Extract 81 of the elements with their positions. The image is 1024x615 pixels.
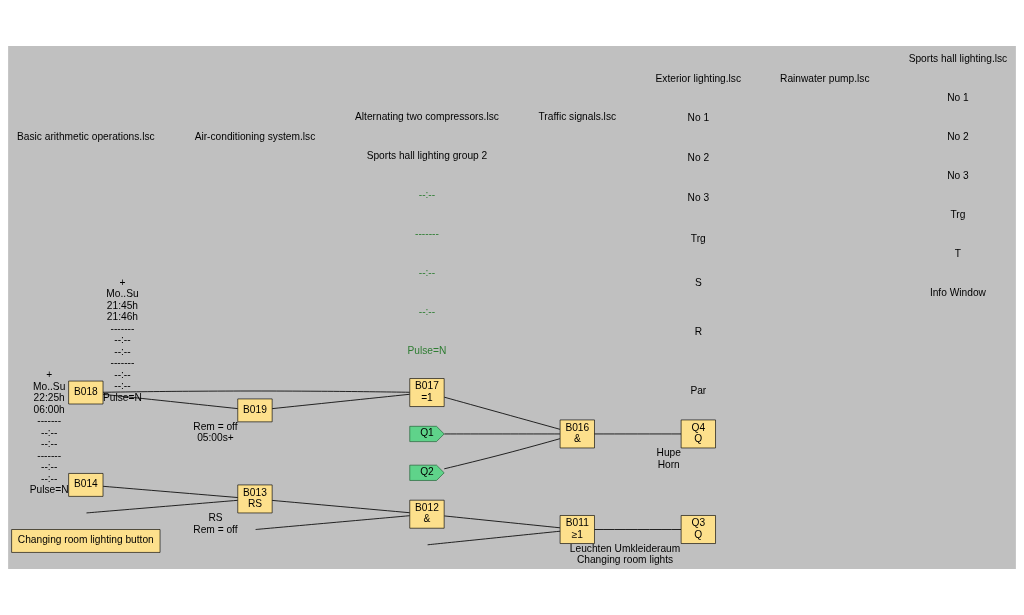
label: No 1 bbox=[947, 92, 969, 104]
connector bbox=[594, 433, 682, 435]
node-label: + bbox=[46, 369, 53, 381]
node-label: ------- bbox=[110, 357, 135, 369]
node-label: Hupe bbox=[656, 447, 681, 459]
label: T bbox=[954, 247, 962, 259]
node-label: --:-- bbox=[41, 472, 58, 484]
connector bbox=[271, 393, 410, 410]
connector bbox=[594, 529, 682, 530]
connector bbox=[444, 433, 561, 435]
node-label: --:-- bbox=[41, 426, 58, 438]
node-label: Pulse=N bbox=[29, 484, 69, 496]
node-label: --:-- bbox=[114, 345, 131, 357]
label: No 1 bbox=[687, 112, 710, 124]
node-box: Q4 Q bbox=[680, 419, 716, 449]
connector bbox=[102, 485, 239, 498]
node-label: --:-- bbox=[41, 461, 58, 473]
node-box: B017 =1 bbox=[409, 378, 445, 407]
node-label: 05:00s+ bbox=[197, 432, 234, 444]
node-label: --:-- bbox=[114, 380, 131, 392]
connector bbox=[444, 396, 561, 430]
label: Info Window bbox=[929, 286, 986, 298]
label: Par bbox=[690, 385, 707, 397]
connector bbox=[255, 515, 410, 530]
node-label: ------- bbox=[37, 415, 62, 427]
node-label: + bbox=[119, 277, 126, 289]
node-box: B014 bbox=[68, 473, 104, 497]
node-label: Changing room lights bbox=[576, 554, 674, 566]
node-box: B019 bbox=[237, 398, 273, 423]
node-box: B018 bbox=[68, 380, 104, 405]
label: Sports hall lighting.lsc bbox=[908, 53, 1008, 65]
node-box: B016 & bbox=[559, 419, 595, 449]
label: R bbox=[694, 326, 703, 338]
label: S bbox=[694, 277, 702, 289]
node-label: 22:25h bbox=[33, 392, 65, 404]
node-label: ------- bbox=[37, 449, 62, 461]
connector bbox=[427, 530, 561, 546]
label: Traffic signals.lsc bbox=[538, 111, 617, 123]
node-label: ------- bbox=[110, 322, 135, 334]
node-label: Mo..Su bbox=[106, 288, 139, 300]
node-label: Pulse=N bbox=[103, 391, 142, 403]
label: --:-- bbox=[418, 305, 436, 317]
label: Air-conditioning system.lsc bbox=[194, 131, 316, 143]
label: No 3 bbox=[687, 191, 710, 203]
connector bbox=[102, 390, 411, 393]
node-label: 21:46h bbox=[106, 311, 139, 323]
connector bbox=[444, 515, 561, 529]
connector bbox=[86, 499, 238, 514]
node-label: 06:00h bbox=[33, 403, 65, 415]
node-label: --:-- bbox=[41, 438, 58, 450]
label: Alternating two compressors.lsc bbox=[355, 111, 499, 123]
node-label: --:-- bbox=[114, 368, 131, 380]
node-box: Q3 Q bbox=[680, 515, 716, 544]
node-label: Mo..Su bbox=[33, 380, 66, 392]
node-box: B012 & bbox=[409, 499, 445, 529]
node-label: Rem = off bbox=[193, 523, 238, 535]
node-box: B013 RS bbox=[237, 484, 273, 514]
node-label: Leuchten Umkleideraum bbox=[569, 542, 681, 554]
node-label: --:-- bbox=[114, 334, 131, 346]
label: --:-- bbox=[418, 266, 436, 278]
connector bbox=[443, 438, 561, 470]
label: Trg bbox=[950, 208, 966, 220]
node-label: Horn bbox=[657, 458, 680, 470]
label: No 3 bbox=[947, 170, 969, 182]
node-label: RS bbox=[208, 512, 223, 524]
label: Rainwater pump.lsc bbox=[780, 73, 870, 85]
label: No 2 bbox=[947, 131, 969, 143]
label: ------- bbox=[415, 227, 439, 239]
label: Basic arithmetic operations.lsc bbox=[17, 131, 155, 143]
label: No 2 bbox=[687, 151, 710, 163]
label: Exterior lighting.lsc bbox=[655, 73, 742, 85]
node-label: 21:45h bbox=[106, 299, 139, 311]
label: Pulse=N bbox=[407, 344, 447, 356]
connector bbox=[271, 500, 410, 514]
label: --:-- bbox=[418, 189, 436, 201]
label: Trg bbox=[690, 233, 706, 245]
label: Sports hall lighting group 2 bbox=[366, 150, 488, 162]
node-box: B011 ≥1 bbox=[559, 515, 595, 544]
connector bbox=[102, 393, 239, 410]
node-label: Rem = off bbox=[193, 421, 238, 432]
node-box: Changing room lighting button bbox=[11, 529, 161, 553]
